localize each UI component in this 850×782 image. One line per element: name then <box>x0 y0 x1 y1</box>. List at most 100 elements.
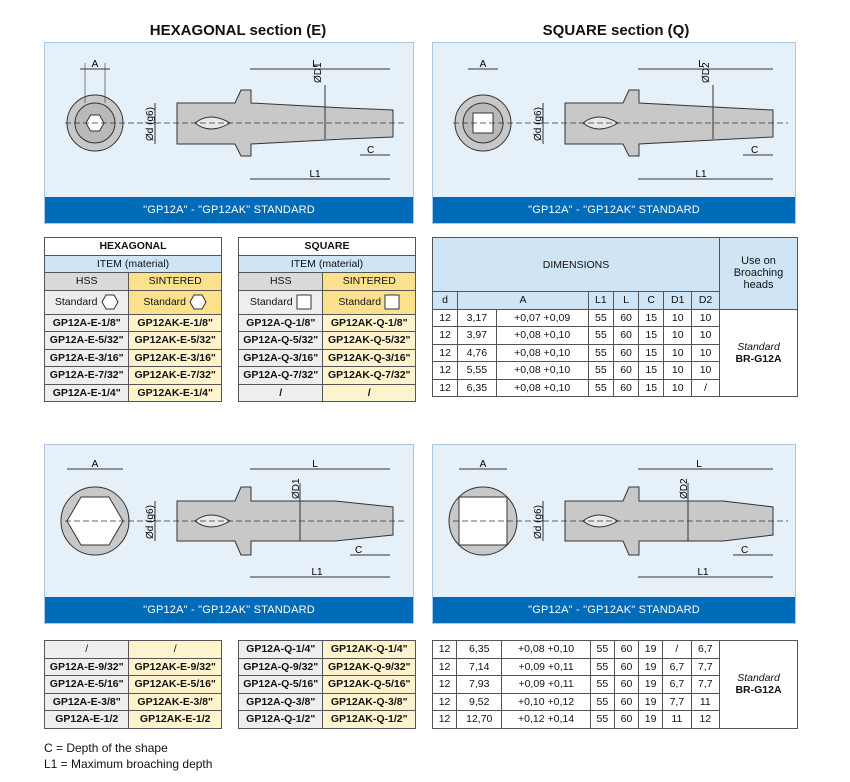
dim-D1-label: ØD1 <box>291 478 302 499</box>
sintered-code: GP12AK-Q-5/32" <box>322 331 416 350</box>
hss-code: GP12A-Q-7/32" <box>237 366 324 385</box>
dim-L-label: L <box>696 459 702 470</box>
col-d: d <box>431 291 459 310</box>
cell-C: 19 <box>638 710 664 729</box>
hss-code: GP12A-Q-5/16" <box>237 675 324 694</box>
dim-A-label: A <box>92 59 99 70</box>
cell-A-tol: +0,07 +0,09 <box>495 308 589 327</box>
cell-L: 60 <box>612 361 640 380</box>
sintered-code: GP12AK-E-5/32" <box>128 331 222 350</box>
hss-code: GP12A-Q-3/8" <box>237 692 324 711</box>
standard-label: Standard <box>737 672 780 685</box>
sintered-code: GP12AK-E-1/2 <box>128 710 222 729</box>
dim-D1-label: ØD1 <box>313 62 324 83</box>
cell-d: 12 <box>431 692 458 711</box>
hss-code: GP12A-E-3/16" <box>43 348 130 367</box>
dim-L-label: L <box>698 59 704 70</box>
cell-L1: 55 <box>587 326 614 345</box>
cell-A: 7,93 <box>456 675 503 694</box>
cell-D1: 6,7 <box>662 657 692 676</box>
hss-code: GP12A-Q-9/32" <box>237 657 324 676</box>
hss-code: GP12A-Q-1/8" <box>237 313 324 332</box>
cell-L: 60 <box>612 343 640 362</box>
hss-code: GP12A-E-5/32" <box>43 331 130 350</box>
cell-C: 19 <box>638 692 664 711</box>
cell-D2: 10 <box>691 361 720 380</box>
hex-table-title: HEXAGONAL <box>44 237 222 256</box>
use-on-header: Use on Broaching heads <box>719 237 798 310</box>
cell-C: 15 <box>638 378 665 397</box>
sintered-code: GP12AK-E-3/16" <box>128 348 222 367</box>
cell-L: 60 <box>612 326 640 345</box>
cell-A: 7,14 <box>456 657 503 676</box>
cell-L: 60 <box>613 640 640 659</box>
hss-code: GP12A-Q-5/32" <box>237 331 324 350</box>
cell-A-tol: +0,09 +0,11 <box>501 657 591 676</box>
item-material-header: ITEM (material) <box>238 254 416 273</box>
cell-A-tol: +0,09 +0,11 <box>501 675 591 694</box>
sintered-code: GP12AK-Q-1/4" <box>322 640 416 659</box>
sintered-code: GP12AK-Q-5/16" <box>322 675 416 694</box>
head-code: BR-G12A <box>735 684 782 697</box>
panel-caption: "GP12A" - "GP12AK" STANDARD <box>45 597 413 623</box>
cell-L: 60 <box>613 675 640 694</box>
cell-L1: 55 <box>589 657 615 676</box>
cell-D1: 10 <box>663 343 693 362</box>
square-drawing-panel-bottom: A L L1 ØD2 Ød (g6) C "GP12A" - "GP12AK" … <box>432 444 796 624</box>
cell-L1: 55 <box>589 710 615 729</box>
cell-A: 12,70 <box>456 710 503 729</box>
hex-drawing-panel-bottom: A L L1 ØD1 Ød (g6) C "GP12A" - "GP12AK" … <box>44 444 414 624</box>
sintered-code: GP12AK-E-7/32" <box>128 366 222 385</box>
cell-D1: 10 <box>663 361 693 380</box>
col-L: L <box>612 291 640 310</box>
note-c: C = Depth of the shape <box>44 741 168 755</box>
cell-D2: 10 <box>691 308 720 327</box>
hss-code: GP12A-E-1/8" <box>43 313 130 332</box>
cell-L: 60 <box>613 710 640 729</box>
cell-d: 12 <box>431 710 458 729</box>
dim-C-label: C <box>751 145 758 156</box>
cell-L1: 55 <box>587 378 614 397</box>
col-A: A <box>457 291 589 310</box>
dim-A-label: A <box>92 459 99 470</box>
cell-D1: 7,7 <box>662 692 692 711</box>
square-item-table-2: GP12A-Q-1/4"GP12AK-Q-1/4" GP12A-Q-9/32"G… <box>237 640 416 729</box>
hss-code: / <box>43 640 130 659</box>
standard-label: Standard <box>54 295 98 308</box>
cell-d: 12 <box>431 378 459 397</box>
cell-C: 19 <box>638 640 664 659</box>
col-D1: D1 <box>663 291 693 310</box>
dimensions-table: DIMENSIONS Use on Broaching heads d A L1… <box>431 237 798 397</box>
dim-A-label: A <box>480 459 487 470</box>
standard-label: Standard <box>143 295 187 308</box>
hss-header: HSS <box>43 272 130 291</box>
cell-L1: 55 <box>587 343 614 362</box>
cell-A: 3,17 <box>457 308 497 327</box>
cell-L1: 55 <box>589 692 615 711</box>
sintered-code: GP12AK-Q-7/32" <box>322 366 416 385</box>
cell-D2: 7,7 <box>690 657 721 676</box>
dim-D2-label: ØD2 <box>701 62 712 83</box>
col-C: C <box>638 291 665 310</box>
sintered-code: GP12AK-E-9/32" <box>128 657 222 676</box>
panel-caption: "GP12A" - "GP12AK" STANDARD <box>433 597 795 623</box>
col-L1: L1 <box>587 291 614 310</box>
cell-A: 5,55 <box>457 361 497 380</box>
hss-code: GP12A-E-7/32" <box>43 366 130 385</box>
head-code: BR-G12A <box>735 352 782 365</box>
cell-A-tol: +0,10 +0,12 <box>501 692 591 711</box>
cell-D1: 10 <box>663 326 693 345</box>
hss-code: GP12A-E-3/8" <box>43 692 130 711</box>
cell-d: 12 <box>431 361 459 380</box>
col-D2: D2 <box>691 291 720 310</box>
cell-D2: 10 <box>691 326 720 345</box>
cell-L1: 55 <box>589 675 615 694</box>
hss-header: HSS <box>237 272 324 291</box>
hex-drawing-panel-top: A L L1 ØD1 Ød (g6) C "GP12A" - "GP12AK" … <box>44 42 414 224</box>
dim-L-label: L <box>312 59 318 70</box>
